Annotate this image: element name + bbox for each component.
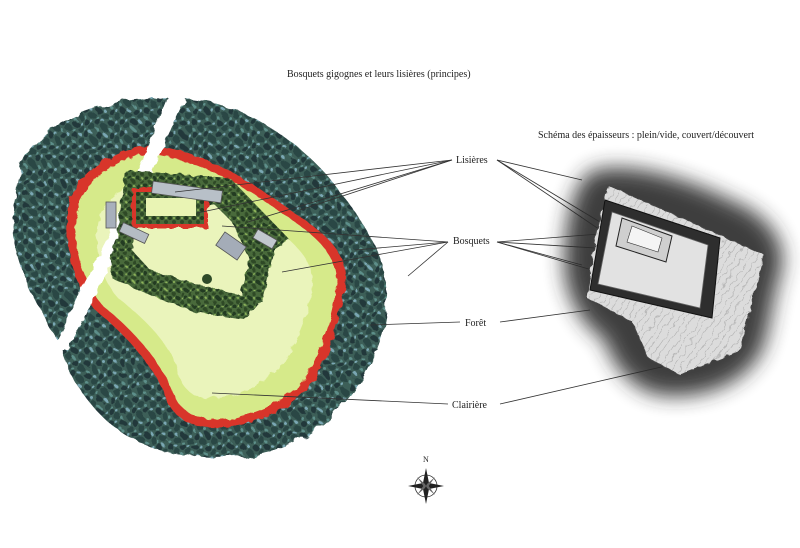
diagram-title: Bosquets gigognes et leurs lisières (pri… bbox=[287, 69, 471, 80]
outer-grove bbox=[110, 170, 290, 320]
schema-title: Schéma des épaisseurs : plein/vide, couv… bbox=[538, 130, 755, 141]
label-bosquets: Bosquets bbox=[453, 236, 490, 247]
compass-rose-icon bbox=[408, 468, 444, 504]
buildings bbox=[105, 180, 278, 284]
compass-north-label: N bbox=[423, 455, 429, 464]
schema-diagram bbox=[564, 167, 783, 396]
road bbox=[52, 96, 186, 350]
label-lisieres: Lisières bbox=[456, 155, 488, 166]
label-foret: Forêt bbox=[465, 318, 487, 329]
label-clairiere: Clairière bbox=[452, 400, 487, 411]
